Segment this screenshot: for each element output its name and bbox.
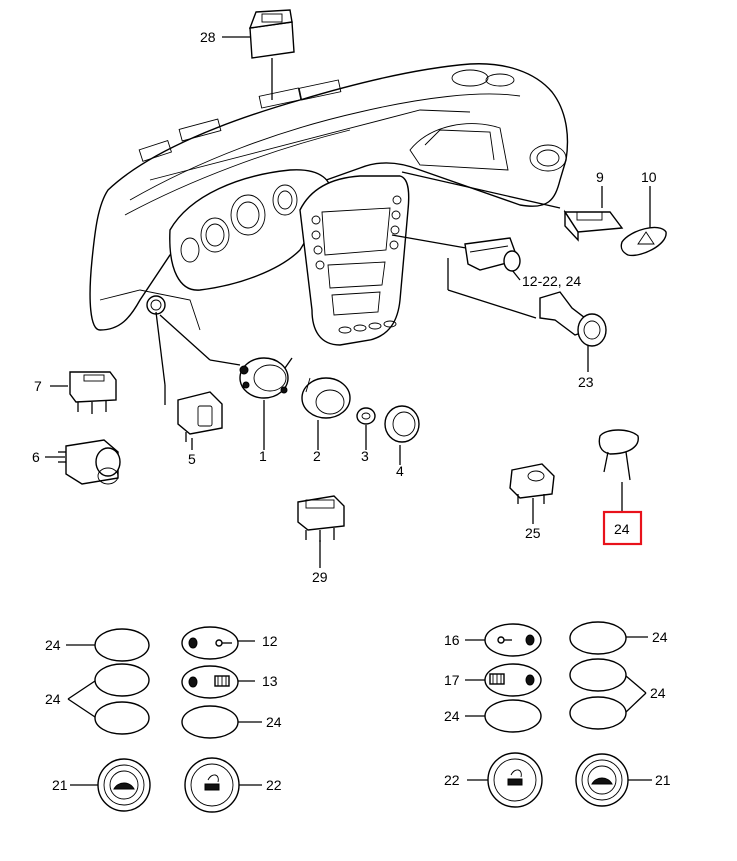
part-12-switch [464, 237, 521, 272]
part-28-switch [248, 9, 295, 59]
grid-right-r2-right: 24 [650, 685, 666, 701]
grid-right-r1-left: 16 [444, 632, 460, 648]
label-2: 2 [313, 448, 321, 464]
grid-left-r2-right: 13 [262, 673, 278, 689]
part-24-cap [598, 429, 639, 481]
label-4: 4 [396, 463, 404, 479]
label-12-22-24: 12-22, 24 [522, 273, 581, 289]
label-7: 7 [34, 378, 42, 394]
part-7-switch [69, 371, 117, 414]
part-29-switch [297, 495, 345, 542]
part-23-bracket [539, 291, 607, 347]
part-1-ignition-switch [239, 357, 293, 399]
label-24-highlight: 24 [614, 521, 630, 537]
grid-right-r4-right: 21 [655, 772, 671, 788]
grid-right-r4-left: 22 [444, 772, 460, 788]
label-1: 1 [259, 448, 267, 464]
leader-lines [45, 36, 651, 568]
label-5: 5 [188, 451, 196, 467]
part-3-nut [356, 407, 376, 425]
label-9: 9 [596, 169, 604, 185]
grid-right-r2-left: 17 [444, 672, 460, 688]
label-10: 10 [641, 169, 657, 185]
grid-right-r3-left: 24 [444, 708, 460, 724]
grid-left-r4-left: 21 [52, 777, 68, 793]
button-icons-grid [66, 621, 652, 813]
label-6: 6 [32, 449, 40, 465]
grid-left-r4-right: 22 [266, 777, 282, 793]
label-29: 29 [312, 569, 328, 585]
grid-left-r3-right: 24 [266, 714, 282, 730]
part-6-switch [58, 439, 121, 485]
grid-left-r1-right: 12 [262, 633, 278, 649]
label-28: 28 [200, 29, 216, 45]
grid-left-r2-label: 24 [45, 691, 61, 707]
highlight-box-24 [602, 510, 643, 546]
part-9-switch [563, 209, 624, 242]
dashboard-drawing [89, 63, 569, 346]
part-10-hazard-button [620, 226, 667, 257]
part-4-knob [384, 405, 420, 443]
grid-right-r1-right: 24 [652, 629, 668, 645]
grid-left-r1-label: 24 [45, 637, 61, 653]
part-2-ring [301, 377, 351, 419]
label-23: 23 [578, 374, 594, 390]
label-25: 25 [525, 525, 541, 541]
label-3: 3 [361, 448, 369, 464]
part-5-switch [177, 391, 223, 442]
part-25-switch [509, 463, 555, 504]
